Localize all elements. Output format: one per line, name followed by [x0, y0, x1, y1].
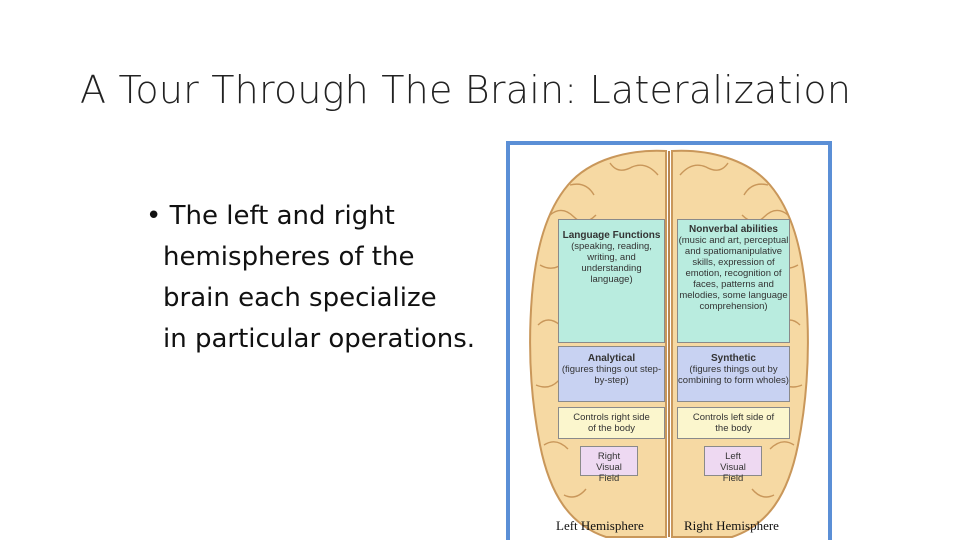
brain-lateralization-figure: Language Functions (speaking, reading, w…: [506, 141, 832, 540]
right-visual-field-box: Right Visual Field: [580, 446, 638, 484]
language-functions-title: Language Functions: [562, 230, 661, 241]
right-hemisphere-label: Right Hemisphere: [684, 518, 779, 533]
bullet-line-2: hemispheres of the: [163, 242, 415, 272]
left-visual-field-box: Left Visual Field: [704, 446, 762, 484]
bullet-line-1-text: The left and right: [169, 201, 395, 231]
slide-title: A Tour Through The Brain: Lateralization: [80, 68, 852, 112]
bullet-line-1: • The left and right: [146, 196, 496, 237]
left-hemisphere-label: Left Hemisphere: [556, 518, 644, 533]
synthetic-title: Synthetic: [710, 353, 756, 364]
synthetic-box: Synthetic (figures things out by combini…: [677, 346, 790, 402]
bullet-marker: •: [146, 201, 162, 231]
controls-right-side-box: Controls right side of the body: [558, 407, 665, 439]
nonverbal-abilities-box: Nonverbal abilities (music and art, perc…: [677, 219, 790, 343]
bullet-line-3: brain each specialize: [163, 283, 437, 313]
controls-left-side-box: Controls left side of the body: [677, 407, 790, 439]
nonverbal-abilities-text: (music and art, perceptual and spatioman…: [678, 235, 789, 312]
language-functions-box: Language Functions (speaking, reading, w…: [558, 219, 665, 343]
analytical-title: Analytical: [587, 353, 636, 364]
synthetic-text: (figures things out by combining to form…: [678, 364, 789, 386]
bullet-point: • The left and right hemispheres of the …: [146, 196, 496, 360]
analytical-text: (figures things out step-by-step): [561, 364, 662, 386]
analytical-box: Analytical (figures things out step-by-s…: [558, 346, 665, 402]
language-functions-text: (speaking, reading, writing, and underst…: [571, 241, 652, 285]
nonverbal-abilities-title: Nonverbal abilities: [689, 224, 778, 235]
bullet-line-4: in particular operations.: [163, 324, 476, 354]
